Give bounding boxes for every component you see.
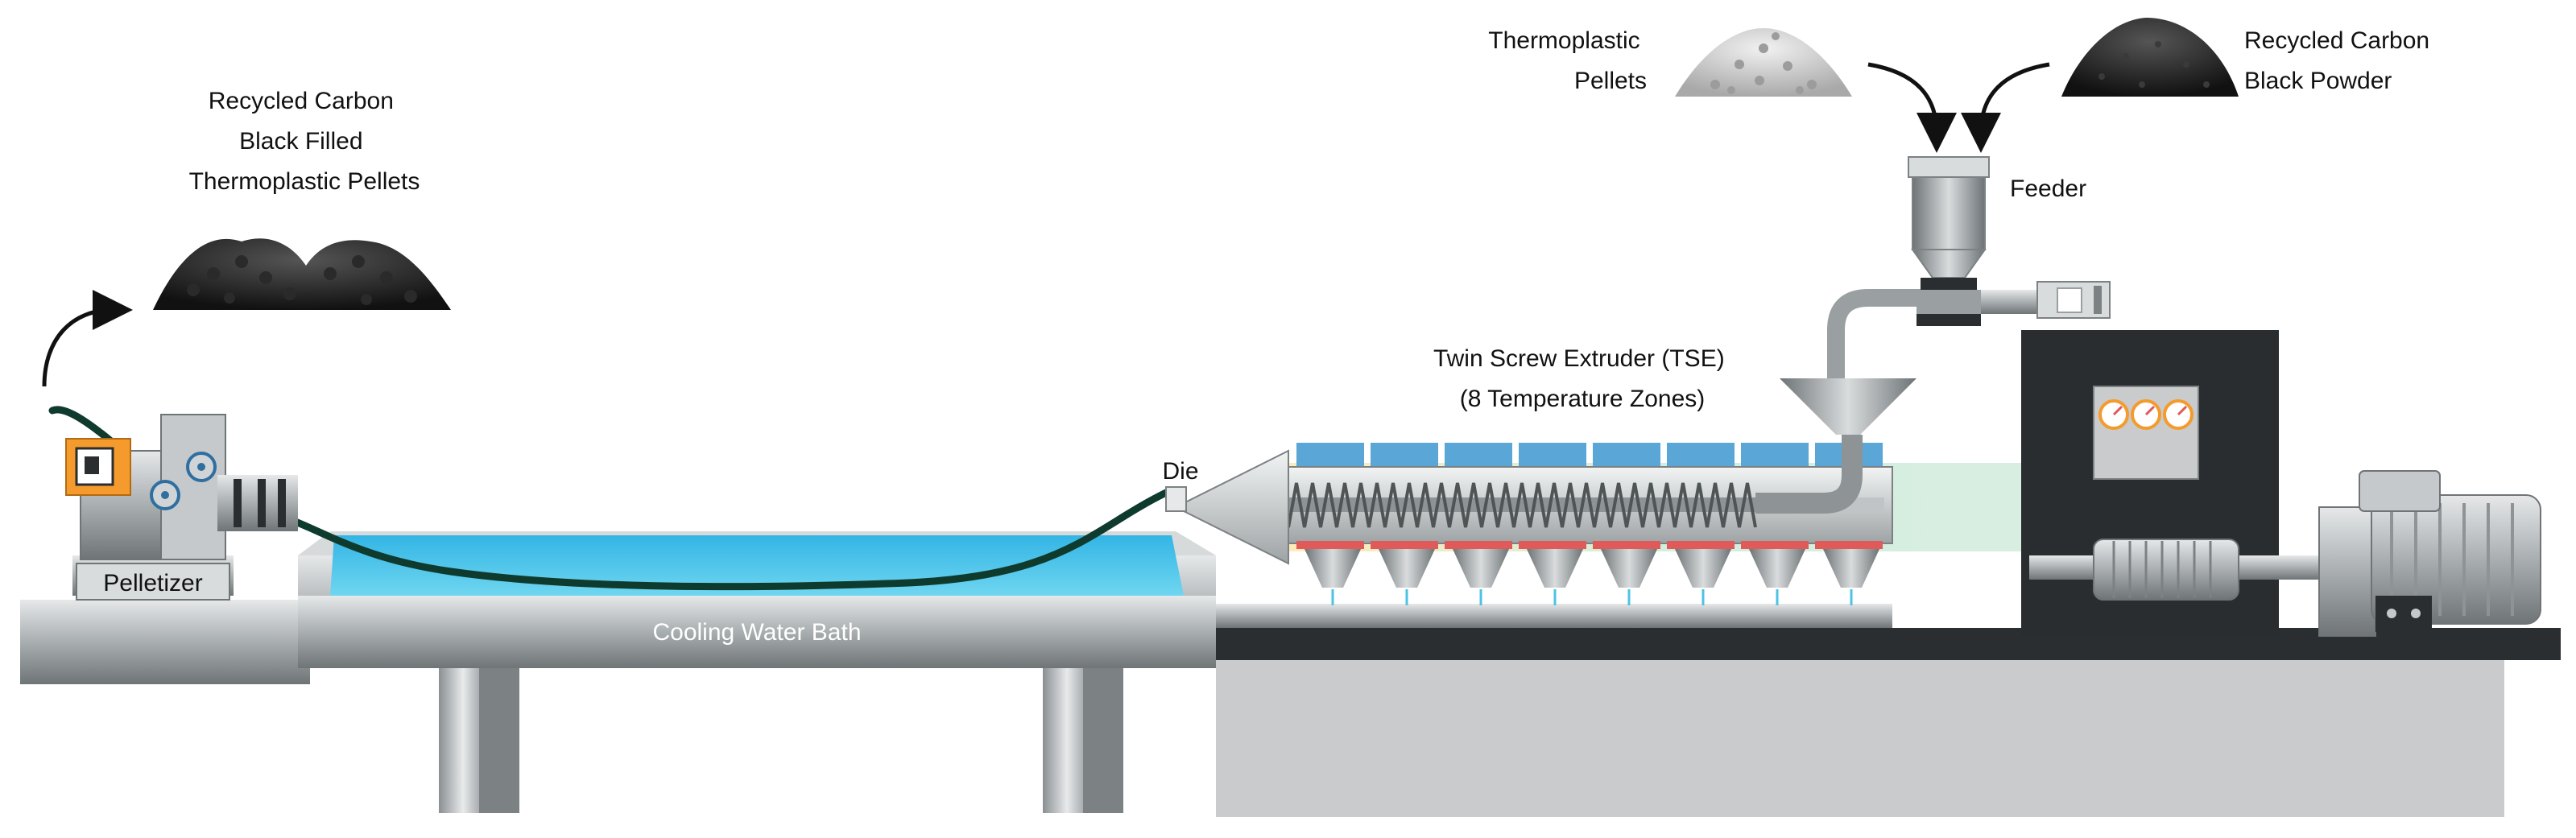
gauge-icon [2098,399,2129,430]
vent-funnel [1780,378,1916,435]
cooling-water-bath: Cooling Water Bath [298,531,1216,813]
cooling-nozzles [1305,549,1879,605]
motor-icon [2318,470,2541,637]
die-label: Die [1162,458,1198,485]
cooling-water-bath-label: Cooling Water Bath [652,619,861,646]
gauge-icon [2163,399,2194,430]
gauge-icon [2131,399,2161,430]
feeder-label: Feeder [2010,175,2086,202]
heater-zones-bottom [1296,541,1883,549]
bath-leg [479,668,519,813]
carbon-black-powder-label: Recycled Carbon Black Powder [2244,27,2436,94]
pelletizer-label: Pelletizer [103,570,202,597]
curved-arrow-icon [42,290,133,387]
powder-pile-icon [2061,18,2239,97]
twin-screw-extruder [1165,289,2029,605]
extruder-label: Twin Screw Extruder (TSE) (8 Temperature… [1433,345,1731,412]
feeder [1908,156,2111,326]
pellet-pile-icon [1675,28,1852,97]
pelletizer-base [20,600,310,684]
pellet-pile-icon [153,238,451,310]
curved-arrow-icon [1867,62,1957,153]
thermoplastic-pellets-label: Thermoplastic Pellets [1488,27,1647,94]
pelletizer: Pelletizer [65,414,298,601]
curved-arrow-icon [1961,62,2050,153]
control-cabinet [2021,330,2327,636]
bath-leg [1083,668,1123,813]
output-pellets-label: Recycled Carbon Black Filled Thermoplast… [189,88,420,195]
